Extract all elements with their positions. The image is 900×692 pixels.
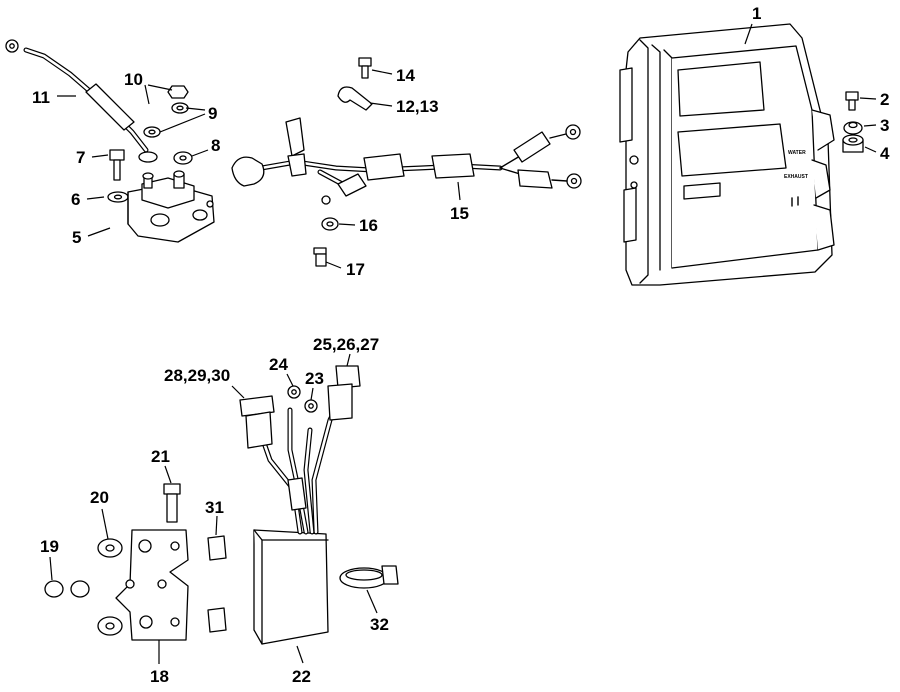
- callout-21: 21: [151, 447, 170, 466]
- screw-2: [845, 91, 859, 111]
- callout-8: 8: [211, 136, 220, 155]
- connector-25-26-27: [327, 365, 361, 421]
- screw-17: [313, 247, 327, 267]
- nut-8: [173, 151, 193, 165]
- wiring-harness-15: [231, 117, 582, 205]
- callout-15: 15: [450, 204, 469, 223]
- callout-24: 24: [269, 355, 288, 374]
- callout-20: 20: [90, 488, 109, 507]
- grommets-19: [44, 580, 90, 598]
- callout-5: 5: [72, 228, 81, 247]
- washers-9: [143, 102, 189, 138]
- callout-17: 17: [346, 260, 365, 279]
- grommets-31: [207, 535, 227, 633]
- ring-terminal-24: [287, 385, 301, 399]
- callout-25-26-27: 25,26,27: [313, 335, 379, 354]
- leader-lines: [49, 23, 877, 664]
- callout-22: 22: [292, 667, 311, 686]
- bracket-18: [115, 529, 189, 641]
- callout-18: 18: [150, 667, 169, 686]
- connector-28-29-30: [239, 395, 275, 449]
- nut-10: [167, 85, 189, 99]
- callout-31: 31: [205, 498, 224, 517]
- callout-16: 16: [359, 216, 378, 235]
- callout-1: 1: [752, 4, 761, 23]
- washer-16: [321, 217, 339, 231]
- callout-4: 4: [880, 144, 890, 163]
- screw-14: [358, 57, 372, 79]
- spacers-20: [97, 538, 123, 636]
- electronic-module: WATER EXHAUST: [619, 23, 835, 286]
- ring-terminal-23: [304, 399, 318, 413]
- solenoid-5: [127, 170, 215, 243]
- exhaust-label: EXHAUST: [784, 174, 808, 180]
- callout-19: 19: [40, 537, 59, 556]
- callout-numbers: 1 2 3 4 5 6 7 8 9 10 11 12,13 14 15 16 1…: [32, 4, 890, 686]
- callout-2: 2: [880, 90, 889, 109]
- clamp-32: [339, 565, 399, 589]
- clamp-12-13: [337, 86, 373, 111]
- callout-7: 7: [76, 148, 85, 167]
- callout-12-13: 12,13: [396, 97, 439, 116]
- callout-6: 6: [71, 190, 80, 209]
- callout-23: 23: [305, 369, 324, 388]
- bolt-21: [163, 483, 181, 523]
- callout-28-29-30: 28,29,30: [164, 366, 230, 385]
- bushing-4: [842, 134, 864, 153]
- washer-6: [107, 191, 129, 203]
- callout-9: 9: [208, 104, 217, 123]
- callout-11: 11: [32, 88, 50, 107]
- grommet-3: [843, 121, 863, 135]
- callout-3: 3: [880, 116, 889, 135]
- battery-cable-11: [5, 39, 158, 163]
- rectifier-22: [253, 529, 329, 645]
- callout-14: 14: [396, 66, 415, 85]
- callout-10: 10: [124, 70, 143, 89]
- callout-32: 32: [370, 615, 389, 634]
- bolt-7: [109, 149, 125, 181]
- water-label: WATER: [788, 150, 806, 156]
